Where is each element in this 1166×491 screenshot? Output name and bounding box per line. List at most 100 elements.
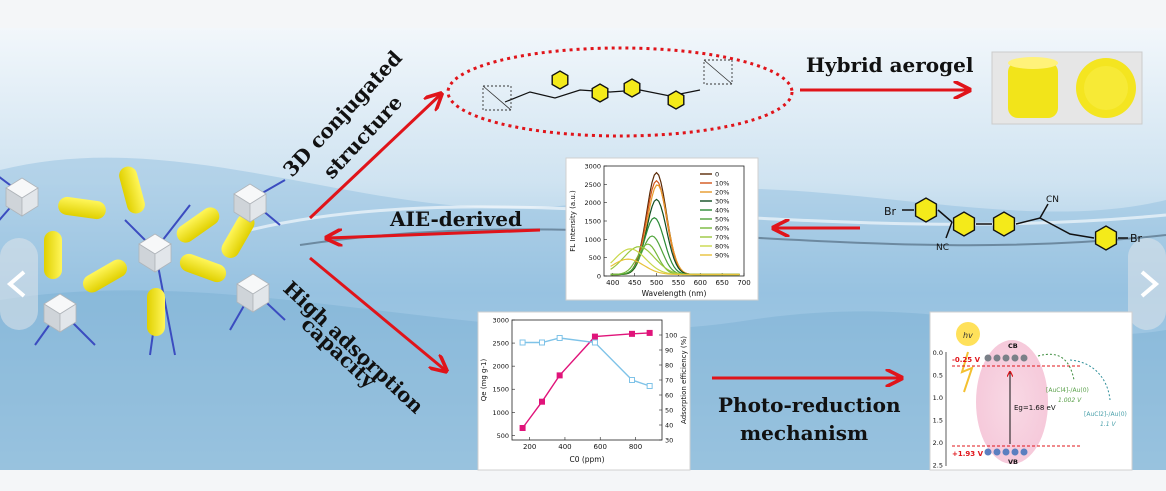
fl-xtick-label-3: 550 <box>672 279 685 287</box>
arrow-to-adsorption <box>309 256 445 370</box>
aerogel-cylinder <box>1008 62 1058 118</box>
framework-linker-2 <box>176 207 220 243</box>
fl-xlabel: Wavelength (nm) <box>642 289 707 298</box>
next-slide-button[interactable] <box>1128 238 1166 330</box>
ads-ytick-label-0: 500 <box>497 432 509 440</box>
band-electron-1 <box>993 354 1001 362</box>
framework-node-right-2 <box>154 243 172 273</box>
band-axis-tick-2: 1.0 <box>933 394 943 402</box>
ads-y2tick-label-1: 40 <box>665 422 673 430</box>
ads-ytick-label-1: 1000 <box>492 409 509 417</box>
lightning-icon <box>960 351 974 393</box>
molecule-phenyl-3 <box>1094 225 1118 251</box>
band-cb-potential: -0.25 V <box>952 356 981 364</box>
ads-ytick-label-2: 1500 <box>492 386 509 394</box>
band-electron-0 <box>984 354 992 362</box>
ads-point-1-4 <box>629 377 635 383</box>
ads-point-1-3 <box>591 339 598 346</box>
ads-y2tick-label-3: 60 <box>665 392 673 400</box>
ads-point-0-1 <box>539 398 545 405</box>
molecule-cn-bond <box>1039 203 1049 219</box>
molecule-phenyl-0 <box>914 197 938 223</box>
band-couple-2-value: 1.1 V <box>1100 421 1116 428</box>
ads-y2tick-label-6: 90 <box>665 347 673 355</box>
band-electron-3 <box>1011 354 1019 362</box>
ads-ytick-label-4: 2500 <box>492 340 509 348</box>
arrow-from-aie <box>328 230 541 238</box>
arrow-to-structure <box>308 95 440 220</box>
ads-xlabel: C0 (ppm) <box>569 455 604 464</box>
fl-ytick-label-2: 1000 <box>584 236 601 244</box>
ads-point-0-2 <box>556 372 563 379</box>
label-photo-reduction: Photo-reduction <box>718 393 901 417</box>
molecule-phenyl-1 <box>952 211 976 237</box>
chevron-left-icon <box>6 270 26 298</box>
structure-phenyl-0 <box>551 70 569 90</box>
structure-cage-diag-0 <box>482 85 512 111</box>
framework-node-right-1 <box>249 193 267 223</box>
band-transfer-arrow-2 <box>1069 359 1111 401</box>
fl-legend-label-3: 30% <box>715 198 729 206</box>
ads-point-0-0 <box>519 425 526 431</box>
ads-point-0-4 <box>629 330 635 337</box>
framework-linker-4 <box>83 259 127 293</box>
framework-linker-5 <box>179 253 227 283</box>
band-cb-label: CB <box>1008 342 1018 350</box>
molecule-phenyl-2 <box>992 211 1016 237</box>
previous-slide-button[interactable] <box>0 238 38 330</box>
band-electron-2 <box>1002 354 1010 362</box>
framework-illustration <box>0 166 286 356</box>
band-hv: hv <box>963 331 973 340</box>
ads-point-1-0 <box>519 339 526 346</box>
band-vb-potential: +1.93 V <box>952 450 984 458</box>
band-vb-label: VB <box>1008 458 1018 466</box>
fl-ytick-label-4: 2000 <box>584 199 601 207</box>
fl-legend-label-1: 10% <box>715 180 729 188</box>
fl-ytick-label-1: 500 <box>589 254 601 262</box>
ads-ytick-label-3: 2000 <box>492 363 509 371</box>
fl-ytick-label-6: 3000 <box>584 163 601 171</box>
ads-y2tick-label-0: 30 <box>665 437 673 445</box>
ads-point-0-3 <box>591 333 598 340</box>
fl-legend-label-8: 80% <box>715 243 729 251</box>
framework-node-right-4 <box>252 283 270 313</box>
framework-node-right-3 <box>59 303 77 333</box>
ads-xtick-label-1: 400 <box>558 443 571 451</box>
band-hole-2 <box>1002 448 1010 456</box>
framework-linker-7 <box>221 214 255 258</box>
ads-point-1-1 <box>539 339 545 346</box>
fl-xtick-label-5: 650 <box>715 279 728 287</box>
framework-linker-6 <box>147 288 165 336</box>
molecule-cn-label: CN <box>1046 195 1059 205</box>
band-semiconductor <box>976 340 1048 464</box>
band-gap: Eg=1.68 eV <box>1014 404 1056 412</box>
band-hole-4 <box>1020 448 1028 456</box>
structure-ellipse <box>446 46 794 138</box>
structure-phenyl-3 <box>667 90 685 110</box>
molecule-backbone <box>937 209 1095 239</box>
band-hole-0 <box>984 448 992 456</box>
band-electron-4 <box>1020 354 1028 362</box>
band-hole-1 <box>993 448 1001 456</box>
band-axis-tick-3: 1.5 <box>933 417 943 425</box>
structure-phenyl-1 <box>591 83 609 103</box>
fl-ylabel: FL Intensity (a.u.) <box>569 190 577 252</box>
structure-phenyl-2 <box>623 78 641 98</box>
fl-legend-label-9: 90% <box>715 252 729 260</box>
ads-y2tick-label-4: 70 <box>665 377 673 385</box>
chevron-right-icon <box>1140 270 1160 298</box>
molecule-br-left: Br <box>884 205 897 218</box>
band-couple-2: [AuCl2]-/Au(0) <box>1084 411 1127 418</box>
fl-legend-label-6: 60% <box>715 225 729 233</box>
band-hole-3 <box>1011 448 1019 456</box>
ads-point-0-5 <box>646 329 653 336</box>
fl-xtick-label-1: 450 <box>628 279 641 287</box>
framework-linker-3 <box>44 231 62 279</box>
framework-node-right-0 <box>21 187 39 217</box>
structure-cage-0 <box>482 85 512 111</box>
band-couple-1-value: 1.002 V <box>1058 397 1082 404</box>
molecule-nc-label: NC <box>936 243 949 253</box>
